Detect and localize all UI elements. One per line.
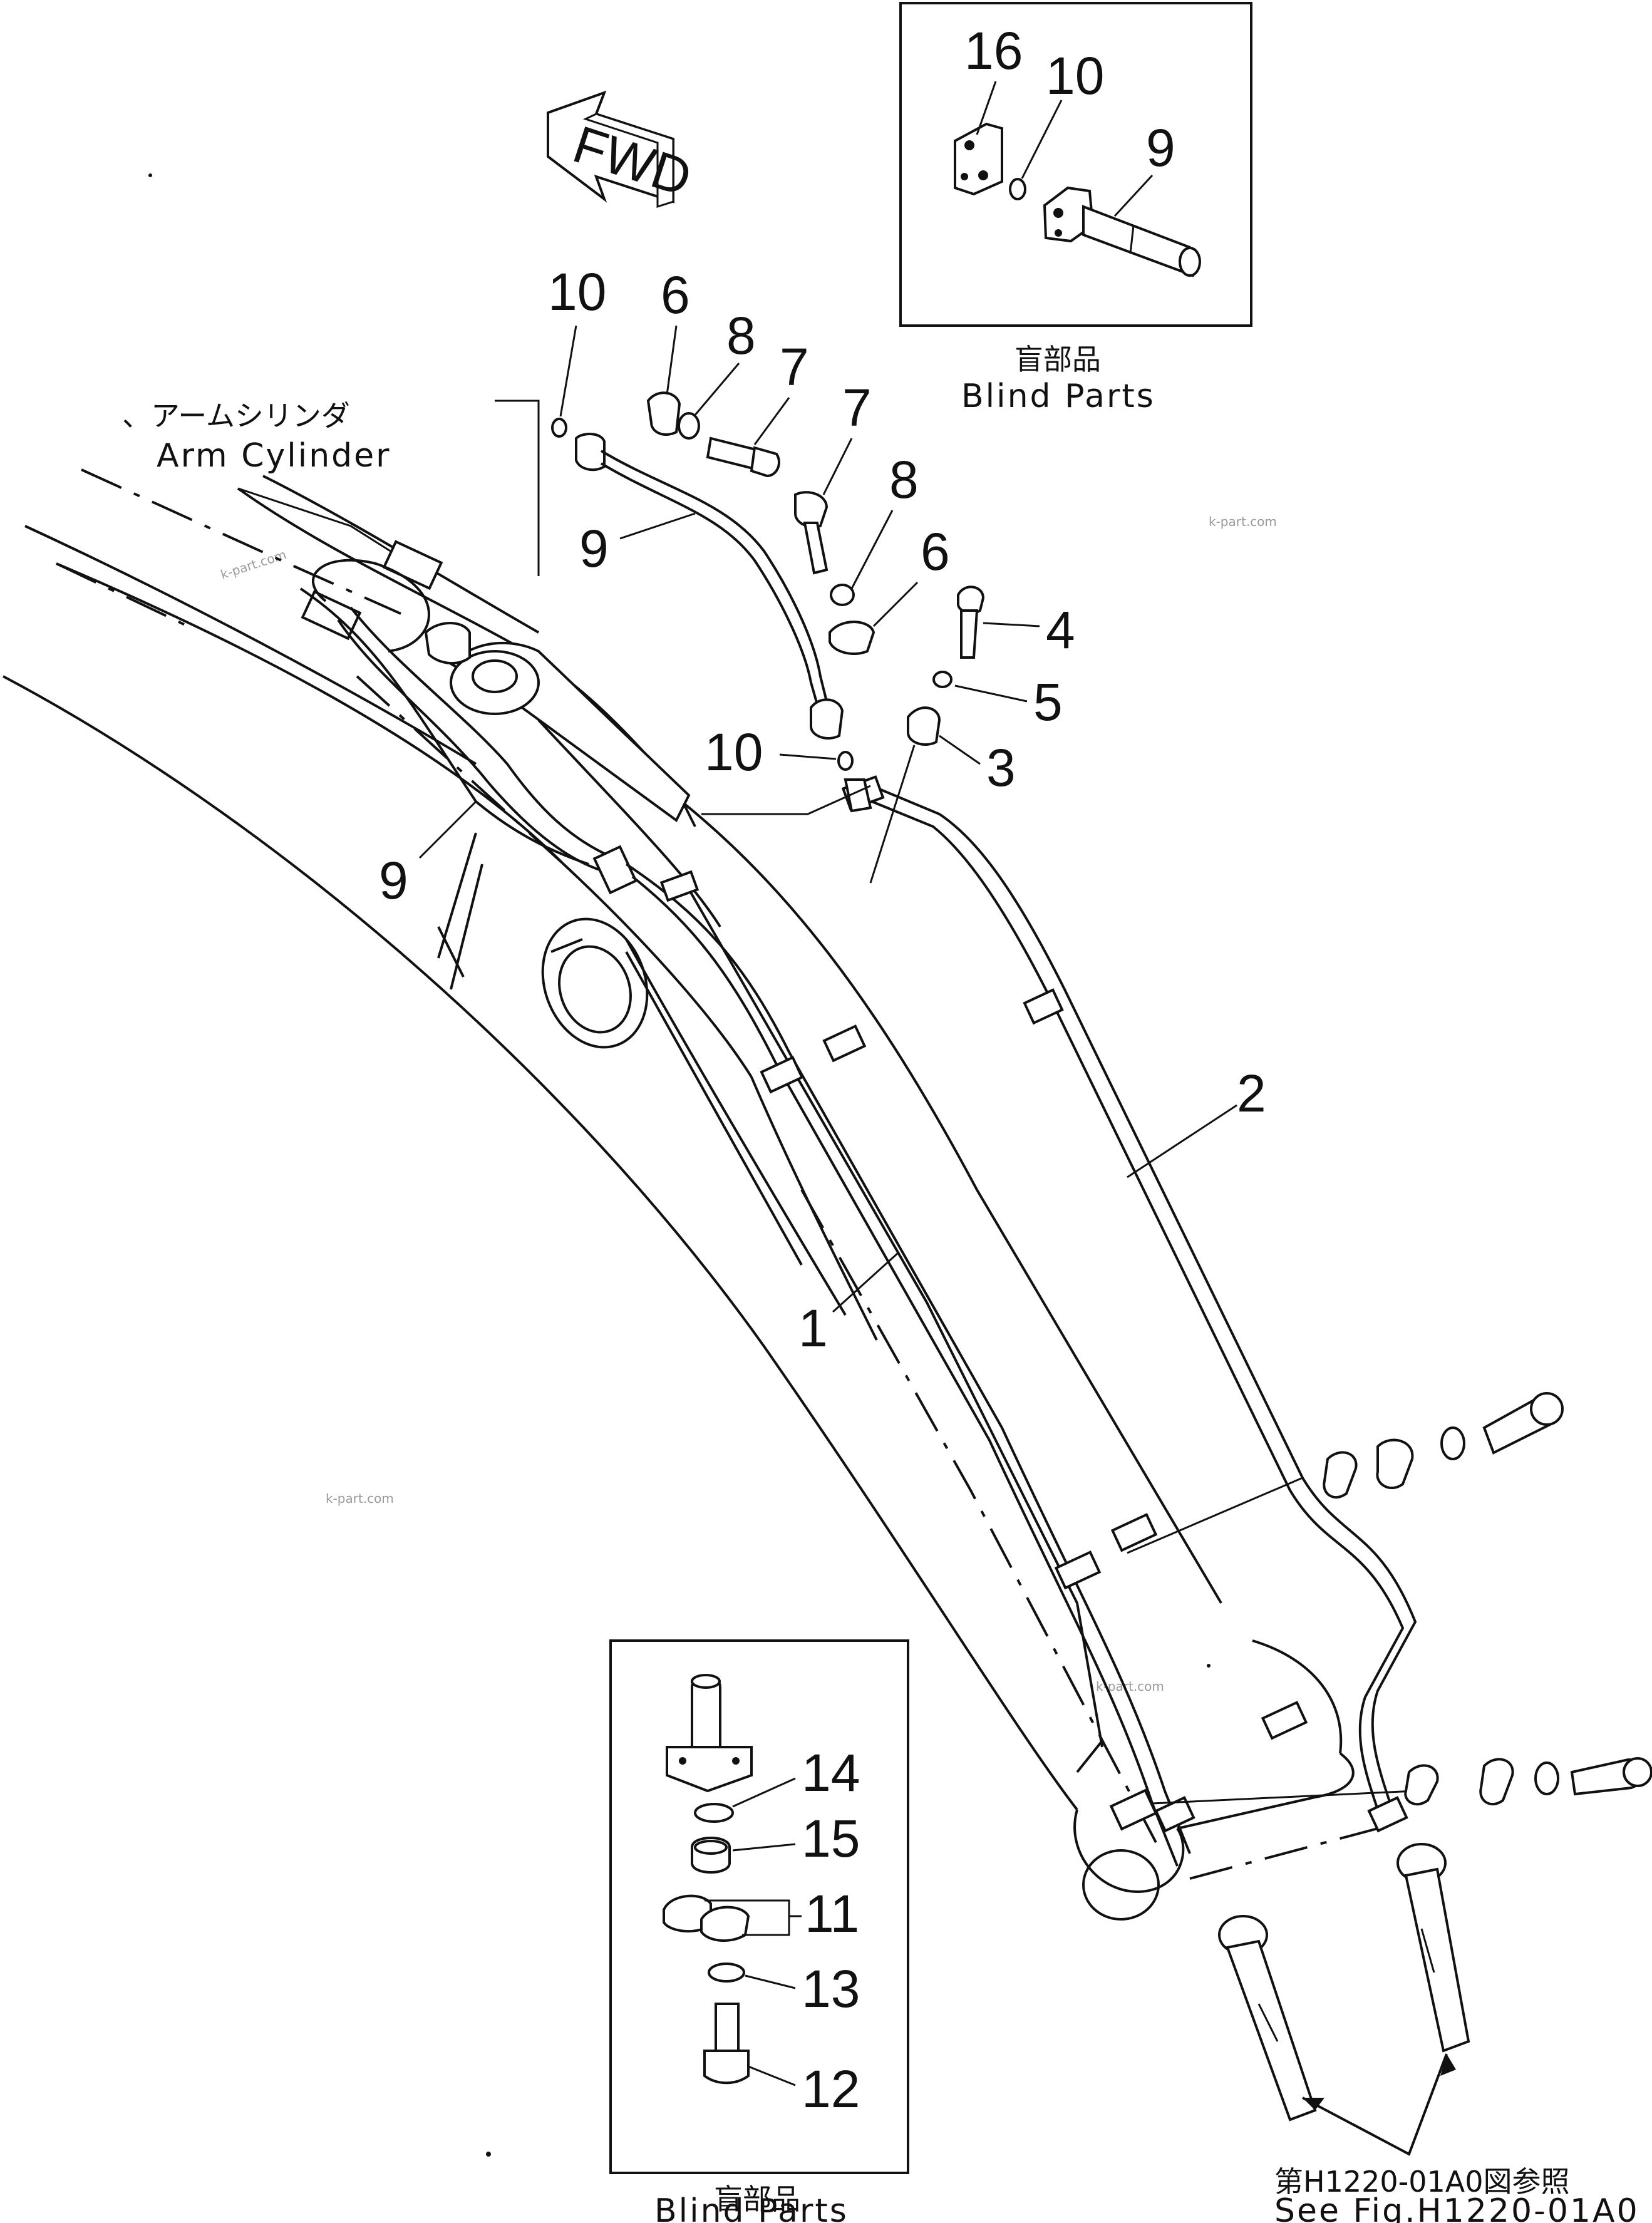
hose-9-left (299, 559, 638, 895)
clamp-set-mid-right (1127, 1392, 1564, 1554)
bolt-4 (957, 585, 985, 659)
callout-16: 16 (964, 21, 1023, 80)
callout-8-b: 8 (889, 450, 919, 509)
o-ring-10-middle (837, 751, 854, 771)
split-flange-11 (663, 1894, 750, 1942)
arm-cylinder-leader (237, 487, 411, 565)
watermark-3: k-part.com (326, 1491, 394, 1506)
callout-14: 14 (802, 1743, 860, 1802)
boom-structure (3, 468, 1378, 1921)
watermark-2: k-part.com (219, 547, 288, 582)
seal-15 (691, 1837, 731, 1874)
hose-9-leader (701, 785, 871, 815)
callout-9-upper: 9 (579, 519, 609, 578)
callout-10-top: 10 (1046, 46, 1104, 105)
callout-1: 1 (798, 1299, 828, 1358)
blind-parts-bottom-en: Blind Parts (654, 2192, 849, 2223)
pipe-ends-bottom-right (1218, 1843, 1470, 2122)
o-ring-10-upper (551, 418, 567, 438)
callout-10-a: 10 (548, 262, 606, 321)
callout-10-b: 10 (705, 723, 763, 781)
fwd-arrow: FWD (547, 90, 698, 209)
callout-3: 3 (986, 738, 1016, 797)
callout-13: 13 (802, 1959, 860, 2018)
see-fig-en: See Fig.H1220-01A0 (1274, 2192, 1639, 2223)
watermark-1: k-part.com (1209, 514, 1277, 529)
see-fig-jp: 第H1220-01A0図参照 (1274, 2165, 1570, 2199)
callout-11: 11 (805, 1884, 859, 1943)
blind-plate-16 (954, 122, 1003, 196)
callout-6-a: 6 (661, 266, 690, 324)
o-ring-10-top (1009, 178, 1026, 200)
callout-12: 12 (802, 2060, 860, 2118)
exploded-split-flange-6-upper (646, 391, 681, 436)
bolt-12 (703, 2003, 750, 2085)
arm-cylinder-en: Arm Cylinder (157, 437, 391, 475)
split-flange-6-lower (829, 621, 875, 655)
reference-arrows (1302, 2053, 1456, 2156)
callout-9-top: 9 (1146, 118, 1175, 177)
washer-13 (708, 1963, 745, 1983)
callout-2: 2 (1237, 1064, 1266, 1123)
callouts-main: 10 6 8 7 7 8 6 4 5 3 10 9 9 2 1 (379, 262, 1266, 1358)
blind-flange-9 (1043, 186, 1201, 277)
blind-plug-stem (666, 1674, 753, 1793)
callout-15: 15 (802, 1809, 860, 1868)
clamp-set-lower-right (1152, 1757, 1652, 1806)
callout-5: 5 (1033, 673, 1063, 731)
pipe-2 (864, 781, 1417, 1810)
callout-7-a: 7 (780, 338, 809, 396)
callout-6-b: 6 (921, 522, 950, 581)
callout-7-b: 7 (842, 378, 872, 437)
arm-cylinder (237, 475, 696, 827)
callout-4: 4 (1046, 601, 1075, 659)
callout-8-a: 8 (726, 306, 756, 365)
washer-8-upper (678, 412, 700, 440)
pipe-1 (625, 863, 1191, 1867)
exploded-hose-9-upper (551, 418, 872, 813)
bolt-7-upper (706, 436, 780, 478)
washer-5 (932, 671, 952, 688)
blind-parts-bottom-jp: 盲部品 (714, 2182, 800, 2216)
blind-parts-top-en: Blind Parts (961, 378, 1155, 415)
inset-blind-parts-bottom: 14 15 11 13 12 盲部品 (609, 1639, 909, 2216)
clamp-3 (907, 706, 941, 746)
o-ring-14 (694, 1803, 734, 1823)
washer-8-lower (830, 584, 855, 606)
bolt-7-lower (794, 491, 829, 575)
callout-9-left: 9 (379, 851, 408, 910)
inset-blind-parts-top: 16 10 9 盲部品 Blind Parts (899, 2, 1252, 415)
arm-cylinder-jp: 、アームシリンダ (122, 399, 350, 433)
pipe-clamps (659, 775, 1408, 1833)
o-ring-leader (495, 400, 540, 576)
clamp-3-leader (869, 745, 916, 884)
blind-parts-top-jp: 盲部品 (1014, 343, 1101, 376)
boom-foot-pin (1082, 1849, 1160, 1921)
